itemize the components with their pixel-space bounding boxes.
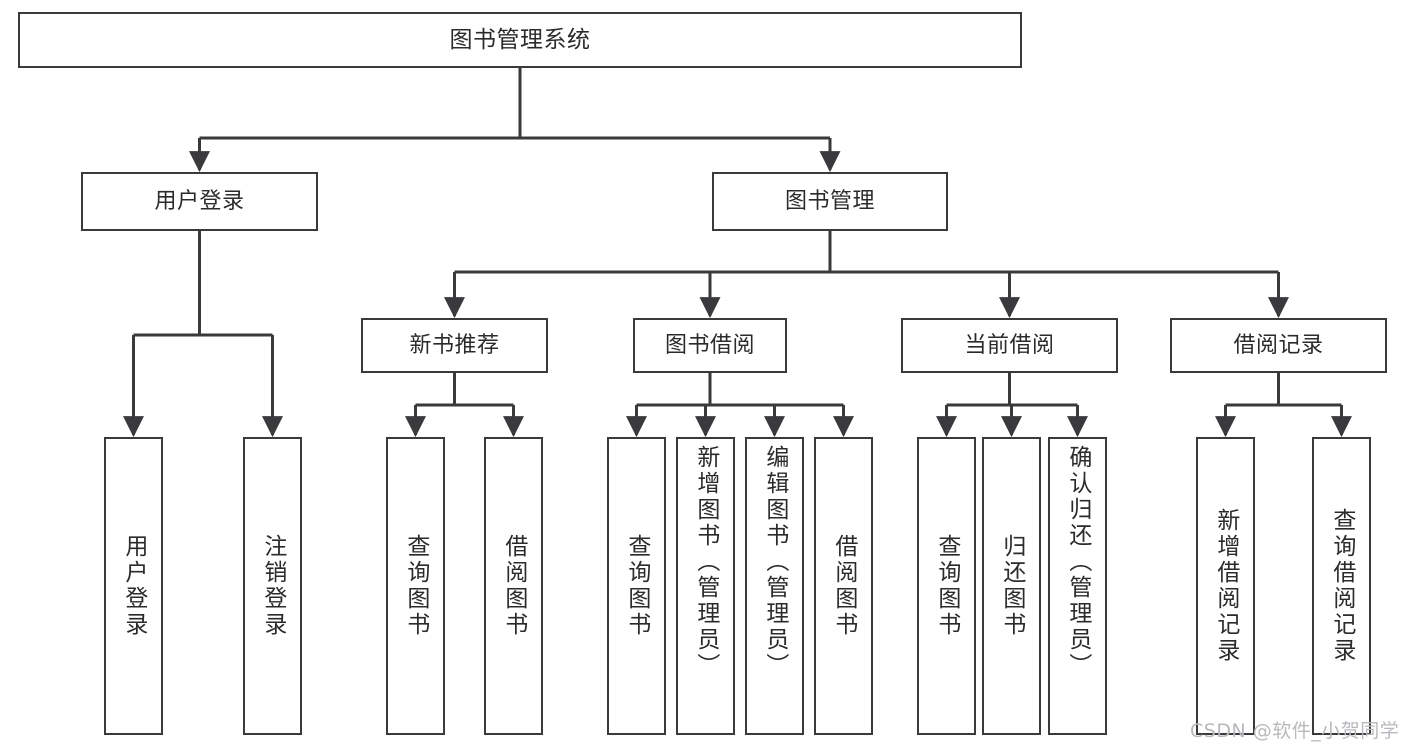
node-label: 图书借阅 bbox=[664, 332, 755, 358]
leaf-query-borrow-record[interactable]: 查询借阅记录 bbox=[1312, 437, 1371, 735]
node-new-book-recommend[interactable]: 新书推荐 bbox=[361, 318, 548, 373]
node-label: 编辑图书（管理员） bbox=[761, 445, 788, 679]
node-label: 新增图书（管理员） bbox=[692, 445, 719, 679]
leaf-edit-book[interactable]: 编辑图书（管理员） bbox=[745, 437, 804, 735]
node-root[interactable]: 图书管理系统 bbox=[18, 12, 1022, 68]
node-label: 借阅图书 bbox=[500, 534, 527, 638]
leaf-query-book-3[interactable]: 查询图书 bbox=[917, 437, 976, 735]
node-label: 借阅图书 bbox=[830, 534, 857, 638]
node-label: 新书推荐 bbox=[409, 332, 500, 358]
node-label: 用户登录 bbox=[120, 534, 147, 638]
node-borrow-record[interactable]: 借阅记录 bbox=[1170, 318, 1387, 373]
leaf-confirm-return[interactable]: 确认归还（管理员） bbox=[1048, 437, 1107, 735]
node-label: 图书管理系统 bbox=[449, 26, 591, 53]
node-label: 注销登录 bbox=[259, 534, 286, 638]
node-user-login[interactable]: 用户登录 bbox=[81, 172, 318, 231]
leaf-add-borrow-record[interactable]: 新增借阅记录 bbox=[1196, 437, 1255, 735]
node-label: 借阅记录 bbox=[1233, 332, 1324, 358]
node-label: 查询借阅记录 bbox=[1328, 508, 1355, 664]
leaf-logout[interactable]: 注销登录 bbox=[243, 437, 302, 735]
node-label: 查询图书 bbox=[933, 534, 960, 638]
leaf-query-book-1[interactable]: 查询图书 bbox=[386, 437, 445, 735]
node-label: 查询图书 bbox=[623, 534, 650, 638]
node-label: 查询图书 bbox=[402, 534, 429, 638]
watermark: CSDN @软件_小贺同学 bbox=[1190, 720, 1400, 742]
node-label: 用户登录 bbox=[154, 188, 245, 214]
leaf-user-login[interactable]: 用户登录 bbox=[104, 437, 163, 735]
node-label: 当前借阅 bbox=[964, 332, 1055, 358]
node-label: 新增借阅记录 bbox=[1212, 508, 1239, 664]
leaf-borrow-book-2[interactable]: 借阅图书 bbox=[814, 437, 873, 735]
leaf-query-book-2[interactable]: 查询图书 bbox=[607, 437, 666, 735]
node-label: 确认归还（管理员） bbox=[1064, 445, 1091, 679]
leaf-return-book[interactable]: 归还图书 bbox=[982, 437, 1041, 735]
node-current-borrow[interactable]: 当前借阅 bbox=[901, 318, 1118, 373]
node-label: 图书管理 bbox=[784, 188, 875, 214]
leaf-add-book[interactable]: 新增图书（管理员） bbox=[676, 437, 735, 735]
leaf-borrow-book-1[interactable]: 借阅图书 bbox=[484, 437, 543, 735]
node-label: 归还图书 bbox=[998, 534, 1025, 638]
node-book-borrow[interactable]: 图书借阅 bbox=[633, 318, 787, 373]
node-book-manage[interactable]: 图书管理 bbox=[712, 172, 948, 231]
